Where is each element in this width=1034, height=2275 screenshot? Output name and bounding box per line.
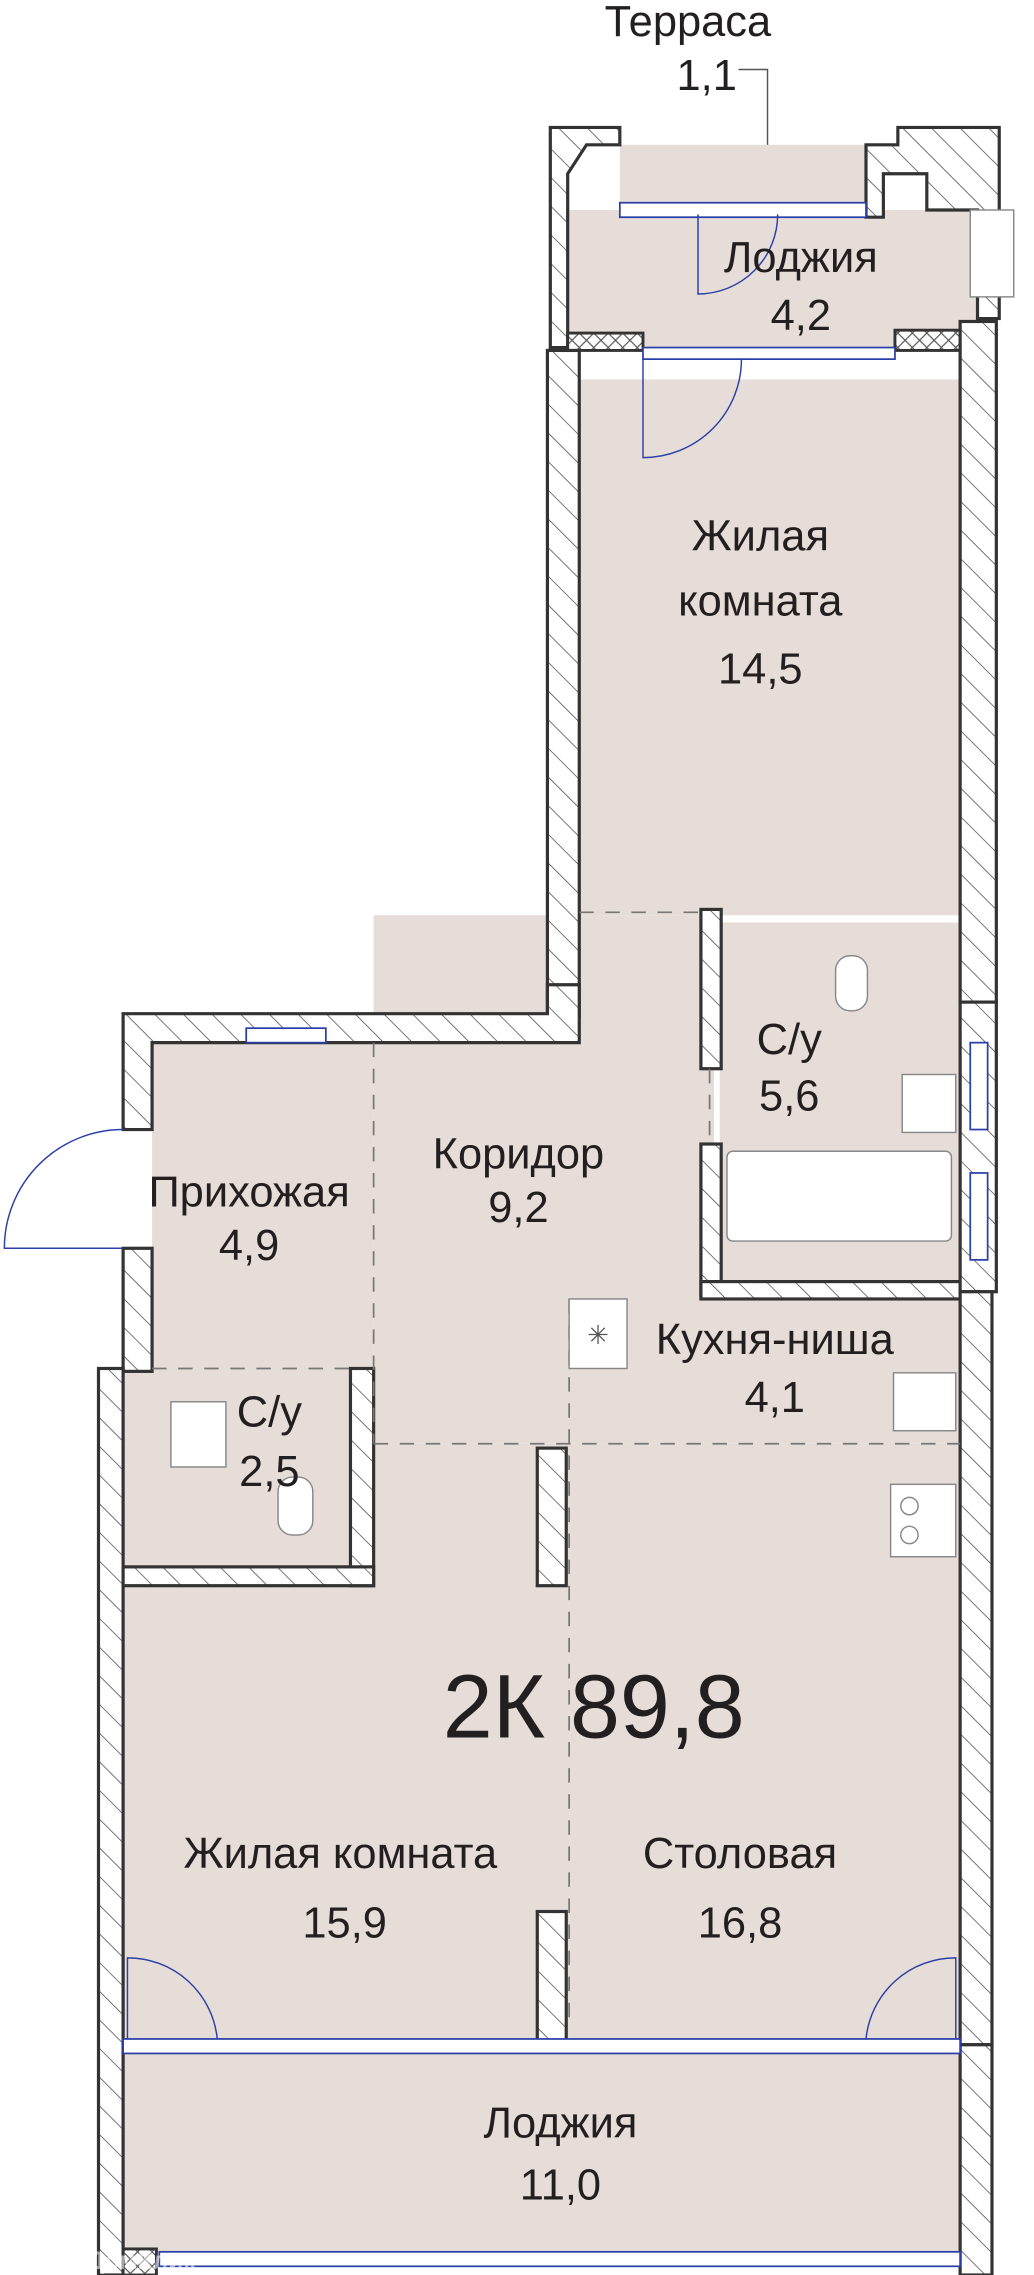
floor-areas	[123, 144, 978, 2252]
kitchen-niche-area: 4,1	[745, 1374, 805, 1422]
sink-icon	[170, 1401, 227, 1468]
sink-icon	[892, 1372, 957, 1432]
stove-burner-icon	[900, 1525, 919, 1545]
wall	[121, 1246, 154, 1373]
sink-icon	[901, 1073, 957, 1134]
hallway-floor	[152, 1042, 374, 1369]
zone-borders	[152, 911, 961, 2028]
room-labels: Терраса 1,1 Лоджия 4,2 Жилая комната 14,…	[148, 0, 894, 2210]
watermark-logo: ДомКлик	[87, 2248, 197, 2275]
loggia-bottom-name: Лоджия	[483, 2099, 637, 2147]
window	[642, 346, 896, 361]
living-room-1-floor	[576, 379, 964, 916]
living-room-2-floor	[123, 1443, 570, 2042]
wall	[566, 331, 645, 352]
toilet-icon	[834, 955, 869, 1012]
wall	[535, 1446, 568, 1588]
living-room-1-name: Жилая	[692, 512, 829, 560]
wall	[958, 319, 998, 1004]
wall	[958, 1290, 994, 2047]
doors	[3, 214, 957, 2040]
hallway-name: Прихожая	[148, 1168, 349, 1216]
window	[122, 2038, 961, 2055]
wall	[893, 328, 969, 352]
terrace-name: Терраса	[605, 0, 772, 46]
wall	[545, 348, 581, 1019]
living-room-2-area: 15,9	[302, 1900, 387, 1948]
wall	[535, 1909, 568, 2044]
terrace-leader-line	[738, 68, 769, 145]
wall	[121, 1565, 376, 1588]
living-room-1-area: 14,5	[718, 646, 803, 694]
window	[158, 2250, 961, 2268]
wall	[121, 2247, 158, 2275]
toilet-icon	[277, 1476, 314, 1536]
bathroom-1-name: С/у	[757, 1016, 822, 1064]
fixtures: ✳	[170, 209, 1015, 1558]
corridor-area: 9,2	[488, 1184, 548, 1232]
bathroom-2-name: С/у	[237, 1388, 302, 1436]
apartment-summary: 2К 89,8	[443, 1658, 745, 1758]
hallway-area: 4,9	[219, 1222, 279, 1270]
kitchen-niche-name: Кухня-ниша	[656, 1316, 895, 1364]
wall	[699, 1279, 964, 1301]
dining-area: 16,8	[698, 1900, 783, 1948]
wall	[699, 907, 723, 1071]
window	[969, 1172, 989, 1261]
window	[245, 1027, 327, 1044]
window	[618, 201, 867, 219]
walls	[96, 125, 1001, 2275]
living-room-2-name: Жилая комната	[183, 1830, 498, 1878]
terrace-area: 1,1	[677, 52, 737, 100]
wall	[348, 1366, 376, 1588]
door-swing	[865, 1957, 957, 2040]
entrance-door-swing	[3, 1128, 124, 1250]
loggia-bottom-floor	[123, 2053, 961, 2252]
loggia-top-area: 4,2	[771, 292, 831, 340]
living-room-1-name: комната	[678, 577, 843, 625]
wall	[699, 1142, 723, 1298]
loggia-top-floor	[564, 209, 978, 348]
cabinet-icon	[969, 209, 1015, 298]
door-swing	[697, 214, 779, 295]
loggia-bottom-area: 11,0	[520, 2162, 601, 2210]
wall	[958, 2043, 994, 2275]
windows	[122, 201, 989, 2268]
stove-burner-icon	[900, 1496, 919, 1516]
ventilation-icon	[568, 1298, 628, 1370]
bathroom-2-area: 2,5	[239, 1448, 299, 1496]
bathroom-1-area: 5,6	[759, 1073, 819, 1121]
wall	[121, 983, 581, 1132]
stove-icon	[889, 1483, 957, 1558]
window	[969, 1041, 989, 1131]
door-swing	[126, 1957, 218, 2040]
bathtub-icon	[726, 1150, 953, 1242]
loggia-top-name: Лоджия	[724, 234, 878, 282]
dining-name: Столовая	[643, 1830, 837, 1878]
terrace-floor	[619, 144, 866, 210]
ventilation-symbol-icon: ✳	[587, 1321, 609, 1350]
wall	[96, 1366, 125, 2275]
corridor-name: Коридор	[433, 1131, 605, 1179]
door-swing	[642, 359, 743, 459]
wall	[548, 125, 622, 350]
